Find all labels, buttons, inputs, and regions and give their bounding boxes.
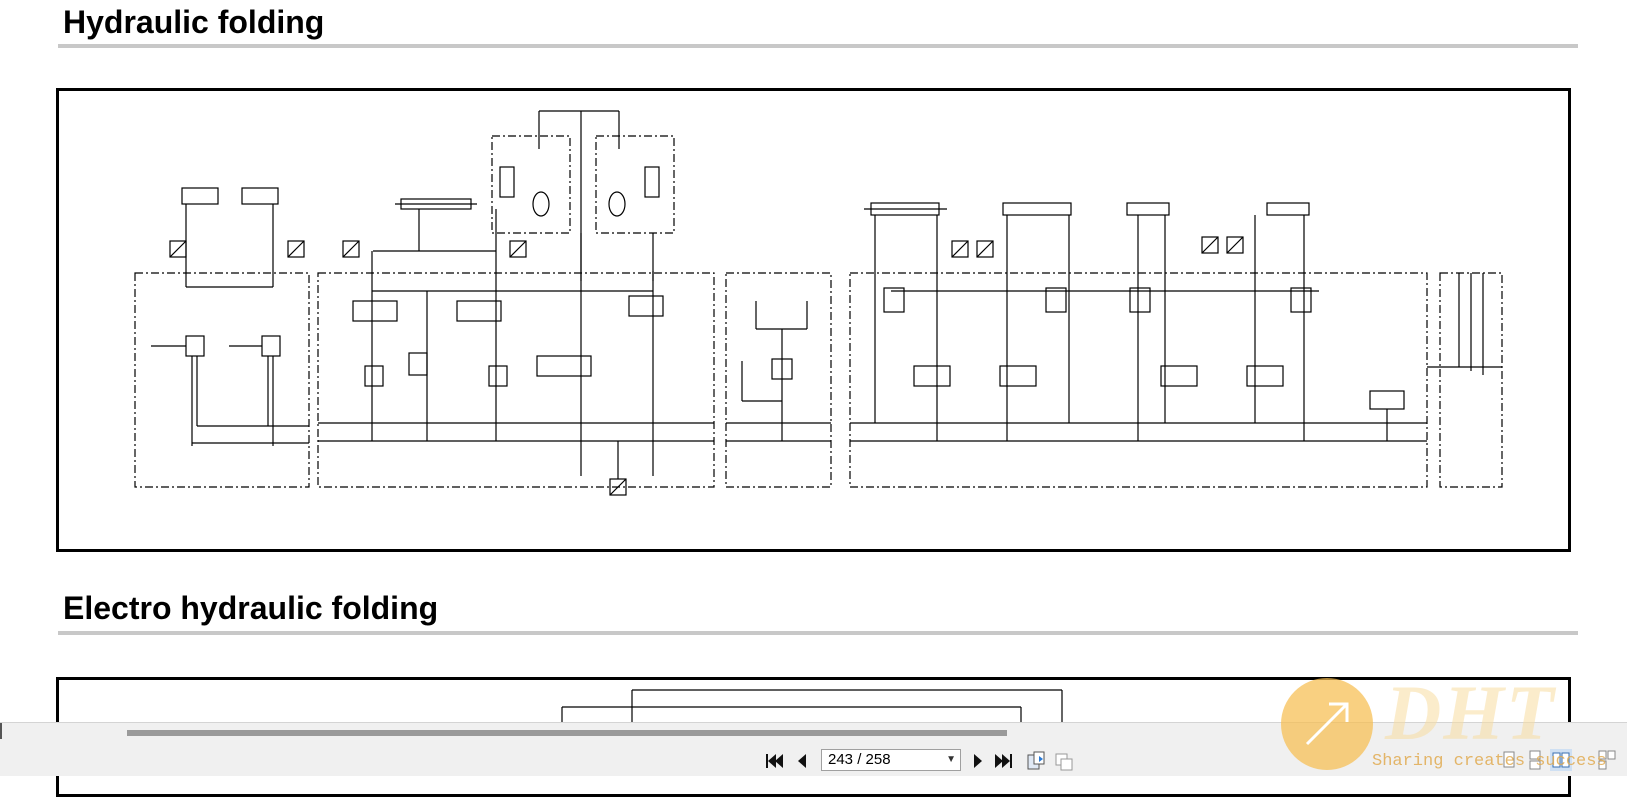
save-as-icon[interactable] <box>1025 750 1047 772</box>
copy-icon[interactable] <box>1053 750 1075 772</box>
watermark-slogan: Sharing creates success <box>1372 752 1607 771</box>
previous-page-icon[interactable] <box>791 750 813 772</box>
horizontal-scrollbar[interactable] <box>127 730 1007 736</box>
first-page-icon[interactable] <box>763 750 785 772</box>
scrollbar-edge <box>0 723 2 739</box>
hydraulic-schematic-drawing <box>134 110 1503 496</box>
section-title-hydraulic-folding: Hydraulic folding <box>63 4 325 40</box>
hydraulic-folding-schematic <box>56 88 1571 552</box>
single-page-view-icon[interactable] <box>1498 749 1520 771</box>
chevron-down-icon[interactable]: ▼ <box>946 754 956 765</box>
last-page-icon[interactable] <box>993 750 1015 772</box>
watermark-logo-circle <box>1281 678 1373 770</box>
section-title-electro-hydraulic-folding: Electro hydraulic folding <box>63 590 439 626</box>
next-page-icon[interactable] <box>967 750 989 772</box>
continuous-view-icon[interactable] <box>1524 749 1546 771</box>
section-divider <box>58 631 1578 635</box>
watermark-logo-text: DHT <box>1385 669 1556 756</box>
facing-pages-view-icon[interactable] <box>1550 749 1572 771</box>
page-indicator: 243 / 258 <box>828 751 891 768</box>
section-divider <box>58 44 1578 48</box>
facing-continuous-view-icon[interactable] <box>1596 749 1618 771</box>
horizontal-scrollbar-thumb[interactable] <box>127 730 1007 736</box>
page-number-selector[interactable]: 243 / 258 ▼ <box>821 749 961 771</box>
arrow-icon <box>1305 702 1349 746</box>
